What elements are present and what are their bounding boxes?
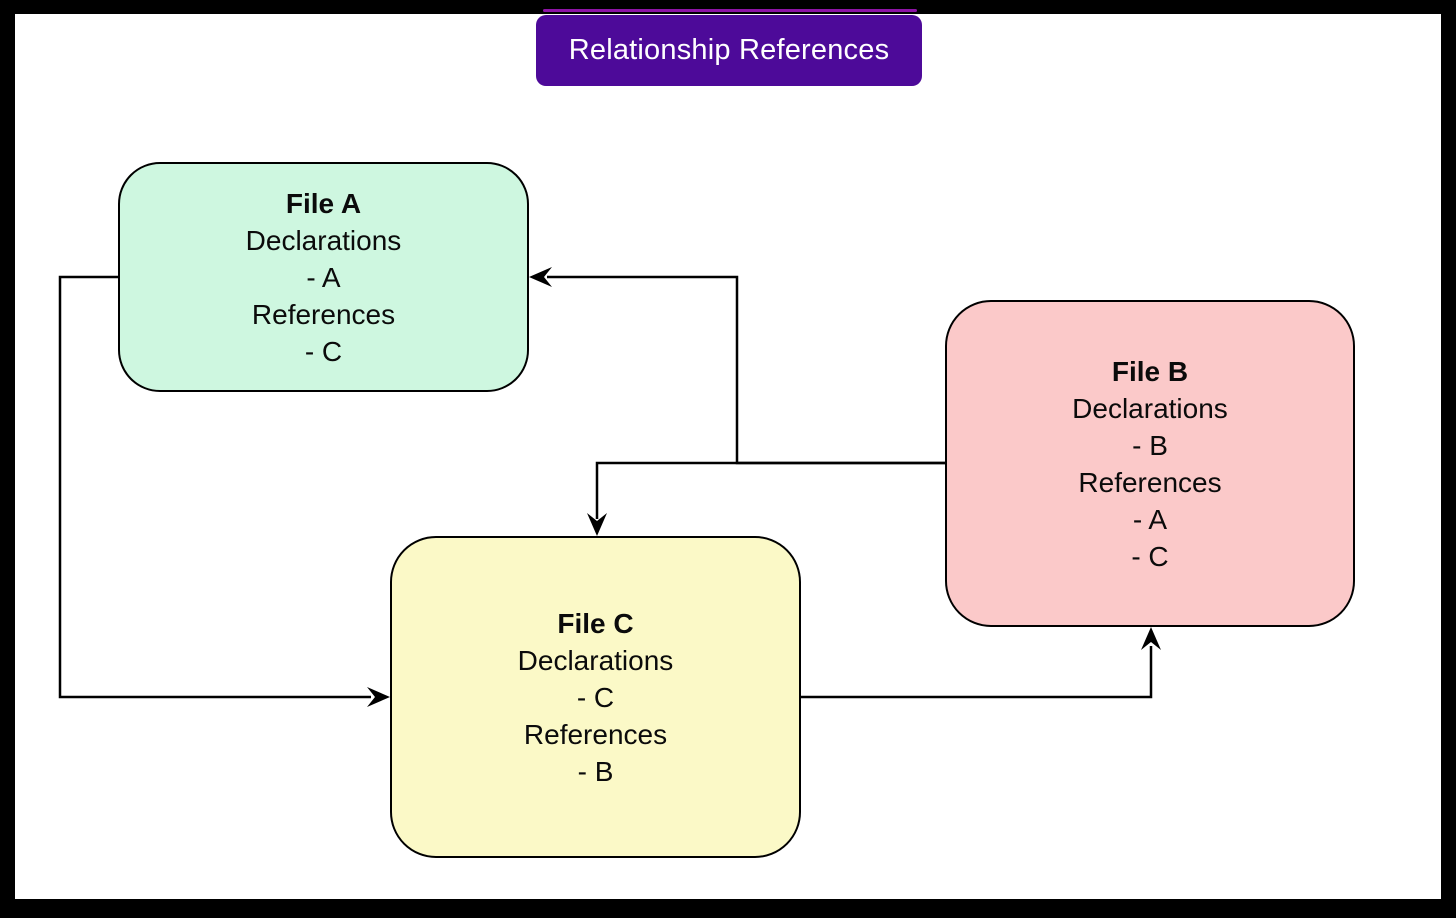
file-a-references-label: References (251, 298, 396, 330)
diagram-canvas: Relationship References File A Declarati… (15, 14, 1441, 899)
arrow-file-b-to-file-a (529, 267, 945, 465)
file-b-title: File B (1111, 355, 1189, 387)
file-c-node: File C Declarations - C References - B (390, 536, 801, 858)
file-a-reference-item: - C (304, 335, 343, 367)
file-b-declaration-item: - B (1132, 429, 1168, 461)
file-b-reference-item-2: - C (1131, 540, 1169, 572)
file-b-node: File B Declarations - B References - A -… (945, 300, 1355, 627)
file-a-node: File A Declarations - A References - C (118, 162, 529, 392)
diagram-title: Relationship References (568, 34, 890, 66)
file-c-declaration-item: - C (576, 681, 615, 713)
file-c-reference-item: - B (577, 755, 614, 787)
file-a-title: File A (285, 187, 362, 219)
diagram-title-pill: Relationship References (536, 15, 922, 86)
file-b-reference-item-1: - A (1132, 503, 1168, 535)
arrow-file-b-to-file-c (587, 461, 945, 536)
file-b-declarations-label: Declarations (1072, 392, 1228, 424)
file-c-declarations-label: Declarations (517, 644, 674, 676)
file-c-references-label: References (523, 718, 668, 750)
top-accent-line (543, 9, 917, 12)
file-a-declarations-label: Declarations (245, 224, 402, 256)
file-c-title: File C (557, 607, 634, 639)
file-a-declaration-item: - A (306, 261, 341, 293)
file-b-references-label: References (1078, 466, 1222, 498)
arrow-file-c-to-file-b (801, 627, 1161, 699)
